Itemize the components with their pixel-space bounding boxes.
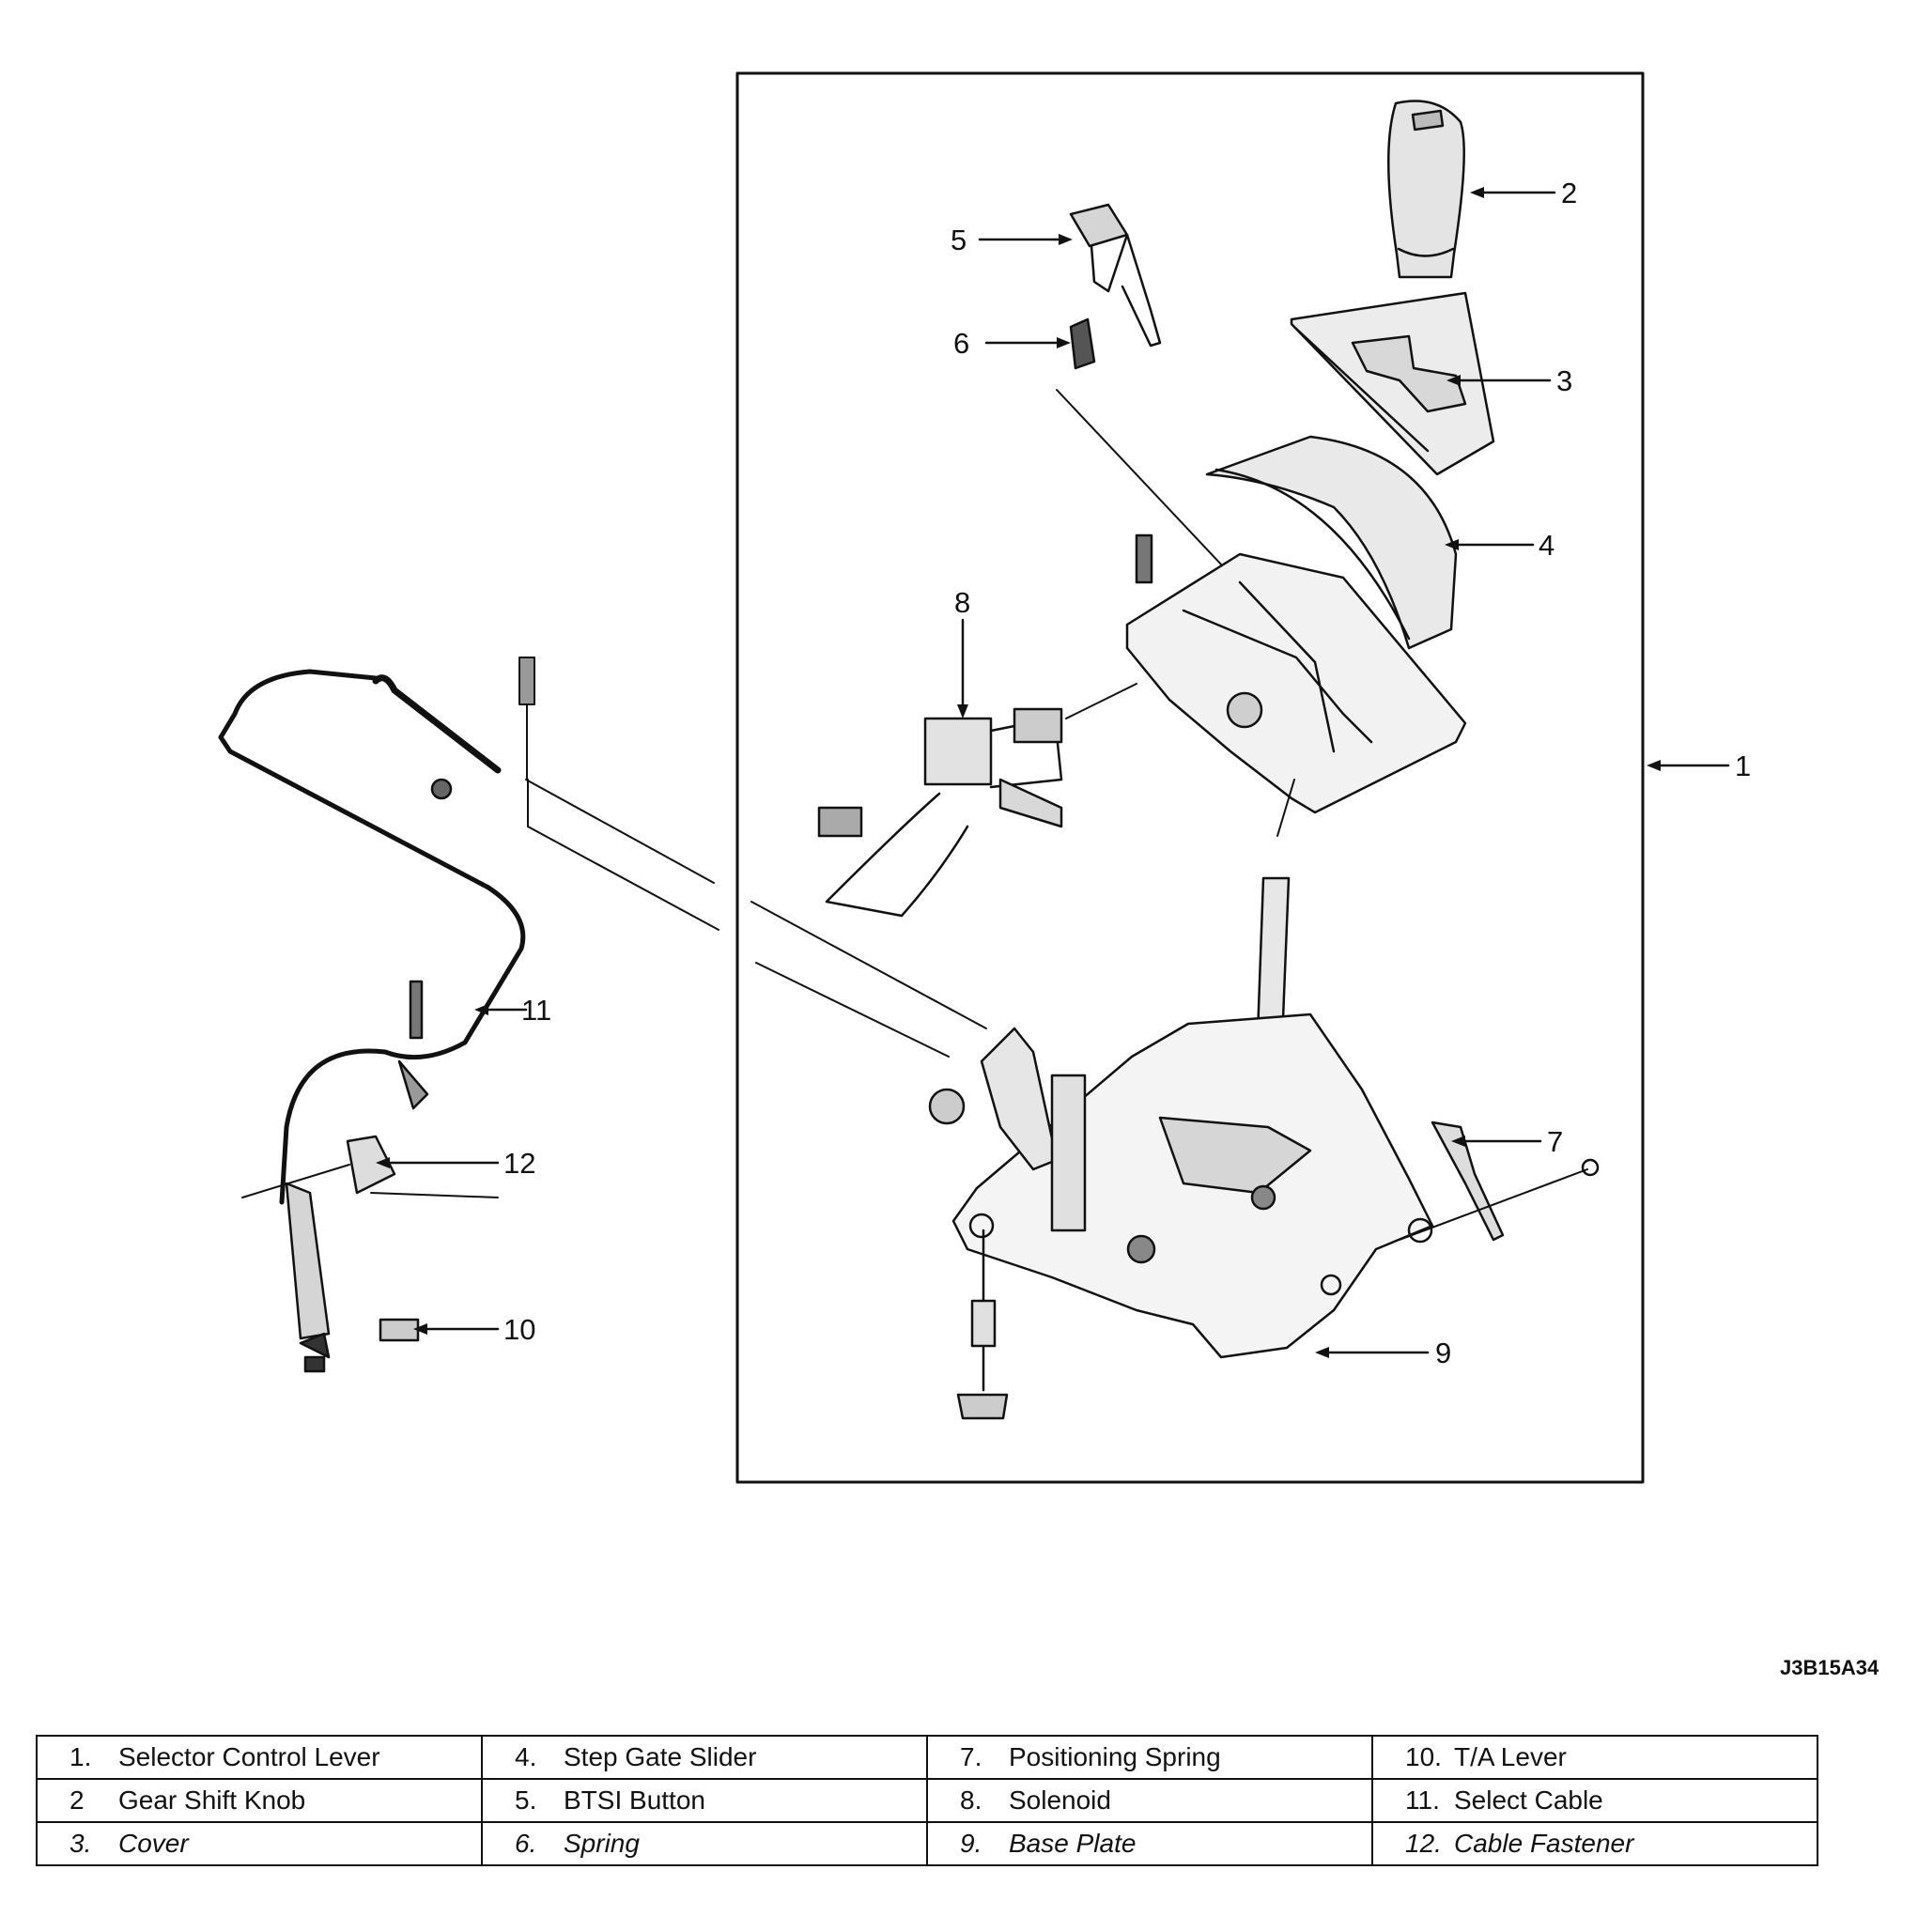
legend-number: 6. xyxy=(515,1829,537,1858)
leader-lines xyxy=(383,191,1730,1354)
legend-row: 1. Selector Control Lever 4. Step Gate Sli… xyxy=(36,1735,1818,1780)
legend-number: 11. xyxy=(1405,1785,1440,1815)
cover-part xyxy=(1290,291,1495,476)
legend-label: Cover xyxy=(118,1829,189,1858)
callout-7: 7 xyxy=(1547,1125,1563,1158)
base-plate xyxy=(951,1012,1434,1359)
legend-label: Spring xyxy=(564,1829,640,1858)
step-gate-slider xyxy=(1205,435,1458,650)
legend-cell: 6. Spring xyxy=(481,1821,928,1866)
callout-4: 4 xyxy=(1539,529,1555,562)
legend-label: Solenoid xyxy=(1009,1785,1111,1815)
legend-cell: 10. T/A Lever xyxy=(1371,1735,1818,1780)
legend-number: 5. xyxy=(515,1785,537,1815)
callout-11: 11 xyxy=(521,994,551,1027)
upper-housing xyxy=(1125,533,1467,814)
legend-row: 2 Gear Shift Knob 5. BTSI Button 8. Solenoi… xyxy=(36,1778,1818,1823)
legend-label: Positioning Spring xyxy=(1009,1742,1221,1771)
legend-label: Select Cable xyxy=(1454,1785,1603,1815)
callout-8: 8 xyxy=(954,586,970,619)
legend-cell: 11. Select Cable xyxy=(1371,1778,1818,1823)
callout-6: 6 xyxy=(953,327,969,360)
positioning-spring xyxy=(1399,1121,1600,1242)
solenoid-part xyxy=(817,683,1137,918)
legend-cell: 5. BTSI Button xyxy=(481,1778,928,1823)
callout-12: 12 xyxy=(503,1147,535,1180)
legend-number: 1. xyxy=(70,1742,92,1771)
gear-shift-knob xyxy=(1387,100,1465,279)
cable-fastener xyxy=(241,1135,499,1198)
legend-number: 8. xyxy=(960,1785,982,1815)
legend-cell: 4. Step Gate Slider xyxy=(481,1735,928,1780)
legend-number: 3. xyxy=(70,1829,92,1858)
callout-3: 3 xyxy=(1556,364,1572,397)
callout-5: 5 xyxy=(951,224,967,256)
callout-2: 2 xyxy=(1561,177,1577,209)
legend-row: 3. Cover 6. Spring 9. Base Plate 12. Cable F… xyxy=(36,1821,1818,1866)
legend-label: Step Gate Slider xyxy=(564,1742,757,1771)
legend-label: BTSI Button xyxy=(564,1785,705,1815)
callout-1: 1 xyxy=(1735,750,1751,782)
legend-label: T/A Lever xyxy=(1454,1742,1567,1771)
legend-cell: 7. Positioning Spring xyxy=(926,1735,1373,1780)
callout-9: 9 xyxy=(1435,1337,1451,1369)
legend-label: Selector Control Lever xyxy=(118,1742,380,1771)
legend-number: 12. xyxy=(1405,1829,1442,1858)
callout-10: 10 xyxy=(503,1313,535,1346)
parts-legend-table: 1. Selector Control Lever 4. Step Gate Sli… xyxy=(36,1735,1818,1866)
ta-lever xyxy=(299,1318,420,1373)
bushing-lower xyxy=(956,1229,1009,1420)
arrowheads xyxy=(376,187,1661,1358)
legend-cell: 1. Selector Control Lever xyxy=(36,1735,483,1780)
legend-cell: 3. Cover xyxy=(36,1821,483,1866)
legend-number: 7. xyxy=(960,1742,982,1771)
legend-label: Gear Shift Knob xyxy=(118,1785,306,1815)
legend-number: 4. xyxy=(515,1742,537,1771)
legend-cell: 2 Gear Shift Knob xyxy=(36,1778,483,1823)
legend-cell: 12. Cable Fastener xyxy=(1371,1821,1818,1866)
legend-number: 2 xyxy=(70,1785,85,1815)
bushing-upper xyxy=(928,1088,966,1125)
spring-part xyxy=(1056,317,1239,583)
assembly-frame xyxy=(735,71,1645,1484)
legend-cell: 9. Base Plate xyxy=(926,1821,1373,1866)
legend-label: Base Plate xyxy=(1009,1829,1137,1858)
btsi-button xyxy=(1069,203,1162,348)
assembly-guide-lines xyxy=(518,657,987,1058)
legend-label: Cable Fastener xyxy=(1454,1829,1634,1858)
figure-id: J3B15A34 xyxy=(1780,1656,1879,1679)
legend-cell: 8. Solenoid xyxy=(926,1778,1373,1823)
select-cable xyxy=(218,669,526,1340)
legend-number: 9. xyxy=(960,1829,982,1858)
legend-number: 10. xyxy=(1405,1742,1442,1771)
